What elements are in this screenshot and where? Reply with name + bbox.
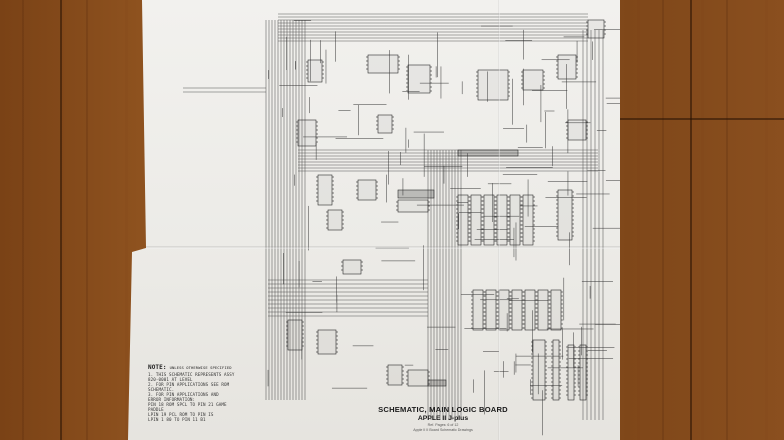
ic-chip [579, 344, 587, 401]
ic-chip [470, 194, 482, 246]
schematic-ref: Ref. Pages: 6 of 12 [427, 423, 459, 427]
ic-chip [287, 319, 303, 351]
ic-chip [496, 194, 508, 246]
floor-seam-horizontal [620, 118, 784, 120]
note-line: ERROR INFORMATION: [148, 397, 196, 402]
note-line: 1. THIS SCHEMATIC REPRESENTS ASSY [148, 372, 235, 377]
ic-chip [557, 54, 577, 80]
ic-chip [587, 19, 605, 39]
ic-chip [457, 194, 469, 246]
ic-chip [522, 69, 544, 91]
note-line: PADDLE [148, 407, 164, 412]
ic-chip [485, 289, 497, 331]
notes-title: NOTE:UNLESS OTHERWISE SPECIFIED [148, 364, 232, 371]
note-line: LPIN 19 PCL ROM TO PIN IS [148, 412, 214, 417]
ic-chip [557, 189, 573, 241]
ic-chip [477, 69, 509, 101]
fold-crease-horizontal [128, 246, 620, 249]
ic-chip [550, 289, 562, 331]
ic-chip [377, 114, 393, 134]
title-block: SCHEMATIC, MAIN LOGIC BOARD APPLE II J-p… [368, 405, 518, 432]
note-line: 3. FOR PIN APPLICATIONS AND [148, 392, 219, 397]
fold-crease-vertical [498, 0, 500, 440]
connector-block [427, 379, 447, 387]
ic-chip [498, 289, 510, 331]
note-line: 2. FOR PIN APPLICATIONS SEE ROM [148, 382, 230, 387]
ic-chip [509, 194, 521, 246]
ic-chip [511, 289, 523, 331]
floor-seam-left [60, 0, 62, 440]
ic-chip [327, 209, 343, 231]
ic-chip [524, 289, 536, 331]
ic-chip [307, 59, 323, 83]
ic-chip [483, 194, 495, 246]
note-line: 820-0001 AT LEVEL [148, 377, 193, 382]
ic-chip [387, 364, 403, 386]
notes-lines: 1. THIS SCHEMATIC REPRESENTS ASSY 820-00… [148, 372, 260, 422]
ic-chip [317, 174, 333, 206]
floor-seam-right [690, 0, 692, 440]
ic-chip [317, 329, 337, 355]
ic-chip [297, 119, 317, 147]
ic-chip [567, 344, 575, 401]
schematic-drawing [183, 13, 620, 436]
ic-chip [357, 179, 377, 201]
ic-chip [407, 64, 431, 94]
ic-chip [397, 199, 429, 213]
schematic-title: SCHEMATIC, MAIN LOGIC BOARD [378, 405, 508, 414]
schematic-poster: NOTE:UNLESS OTHERWISE SPECIFIED 1. THIS … [128, 0, 620, 440]
ic-chip [532, 339, 546, 401]
ic-chip [367, 54, 399, 74]
note-line: LPIN 1 80 TO PIN 11 B1 [148, 417, 206, 422]
schematic-ref-desc: Apple II II Board Schematic Drawings [413, 428, 473, 432]
notes-block: NOTE:UNLESS OTHERWISE SPECIFIED 1. THIS … [148, 364, 260, 423]
ic-chip [407, 369, 429, 387]
ic-chip [537, 289, 549, 331]
connector-block [457, 149, 519, 157]
note-line: SCHEMATIC. [148, 387, 175, 392]
ic-chip [472, 289, 484, 331]
ic-chip [342, 259, 362, 275]
ic-chip [552, 339, 560, 401]
note-line: PIN 18 ROM SPCL TO PIN 21 GAME [148, 402, 227, 407]
schematic-subtitle: APPLE II J-plus [417, 415, 469, 422]
connector-block [397, 189, 435, 199]
